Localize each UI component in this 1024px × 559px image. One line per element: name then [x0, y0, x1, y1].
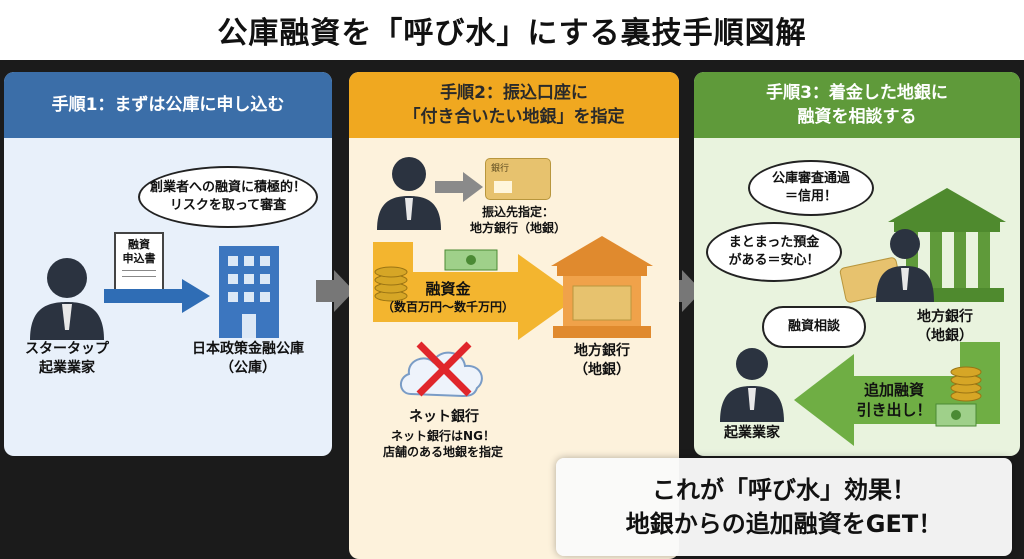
form-line1: 融資 — [128, 238, 150, 251]
person-icon — [876, 229, 934, 302]
step1-bubble-line1: 創業者への融資に積極的！ — [149, 180, 306, 195]
step1-bank-line2: （公庫） — [220, 360, 276, 376]
step3-bubble-consult: 融資相談 — [762, 306, 866, 348]
coins-icon — [374, 266, 408, 302]
step3-panel: 手順3：着金した地銀に 融資を相談する 公庫審査通過 ＝信用！ まとまった預金 … — [694, 72, 1020, 456]
bubble-trust-line1: 公庫審査通過 — [771, 171, 850, 186]
step1-person-label: スタータップ 起業業家 — [8, 340, 126, 378]
arrow-icon — [435, 172, 483, 202]
person-icon — [377, 157, 441, 230]
step3-bank-line1: 地方銀行 — [917, 309, 973, 325]
person-icon — [30, 258, 104, 340]
loan-line2: （数百万円〜数千万円） — [381, 300, 514, 314]
additional-loan-line2: 引き出し！ — [856, 401, 932, 419]
additional-loan-line1: 追加融資 — [863, 381, 924, 399]
transfer-label: 振込先指定： 地方銀行（地銀） — [453, 204, 583, 236]
bank-icon — [551, 236, 653, 338]
step1-person-line2: 起業業家 — [39, 360, 95, 376]
step2-bank-line1: 地方銀行 — [574, 343, 630, 359]
cash-icon — [444, 249, 498, 271]
step3-bank-line2: （地銀） — [917, 328, 973, 344]
step2-header-line1: 手順2：振込口座に — [440, 83, 588, 103]
callout-line2: 地銀からの追加融資をGET！ — [625, 510, 943, 538]
step1-bubble-line2: リスクを取って審査 — [169, 198, 287, 213]
step1-panel: 手順1：まずは公庫に申し込む 創業者への融資に積極的！ リスクを取って審査 融資… — [4, 72, 332, 456]
loan-label: 融資金 （数百万円〜数千万円） — [373, 280, 523, 315]
step3-bubble-deposit: まとまった預金 がある＝安心！ — [706, 222, 842, 282]
building-icon — [219, 246, 279, 338]
page-title: 公庫融資を「呼び水」にする裏技手順図解 — [217, 16, 807, 51]
net-bank-note-line2: 店舗のある地銀を指定 — [382, 445, 503, 459]
step2-bank-label: 地方銀行 （地銀） — [537, 342, 667, 380]
step1-header-text: 手順1：まずは公庫に申し込む — [51, 95, 285, 115]
transfer-line1: 振込先指定： — [481, 205, 554, 219]
card-icon: 銀行 — [485, 158, 551, 200]
bubble-deposit-line1: まとまった預金 — [728, 235, 820, 250]
step3-header-line1: 手順3：着金した地銀に — [766, 83, 948, 103]
form-line2: 申込書 — [122, 252, 156, 265]
step1-bubble: 創業者への融資に積極的！ リスクを取って審査 — [138, 166, 318, 228]
bubble-trust-line2: ＝信用！ — [784, 189, 837, 204]
step3-bubble-trust: 公庫審査通過 ＝信用！ — [748, 160, 874, 216]
cash-icon — [935, 403, 977, 427]
cross-icon — [416, 341, 472, 397]
step1-bank-label: 日本政策金融公庫 （公庫） — [164, 340, 332, 378]
step3-header-line2: 融資を相談する — [797, 107, 917, 127]
step1-header: 手順1：まずは公庫に申し込む — [4, 72, 332, 138]
net-bank-note-line1: ネット銀行はNG！ — [391, 429, 495, 443]
step1-bank-line1: 日本政策金融公庫 — [192, 341, 304, 357]
title-bar: 公庫融資を「呼び水」にする裏技手順図解 — [0, 0, 1024, 60]
step3-header: 手順3：着金した地銀に 融資を相談する — [694, 72, 1020, 138]
step1-person-line1: スタータップ — [25, 341, 109, 357]
bubble-consult-text: 融資相談 — [787, 319, 840, 334]
net-bank-note: ネット銀行はNG！ 店舗のある地銀を指定 — [353, 428, 533, 460]
transfer-line2: 地方銀行（地銀） — [469, 221, 566, 235]
step2-header: 手順2：振込口座に 「付き合いたい地銀」を指定 — [349, 72, 679, 138]
person-icon — [720, 348, 784, 422]
step3-bank-label: 地方銀行 （地銀） — [890, 308, 1000, 346]
card-label: 銀行 — [491, 164, 510, 174]
net-bank-label: ネット銀行 — [409, 409, 479, 425]
coins-icon — [950, 366, 982, 402]
bubble-deposit-line2: がある＝安心！ — [728, 253, 820, 268]
arrow-icon — [316, 270, 354, 312]
step2-header-line2: 「付き合いたい地銀」を指定 — [403, 107, 625, 127]
additional-loan-label: 追加融資 引き出し！ — [844, 380, 944, 420]
step3-person-label: 起業業家 — [724, 425, 780, 441]
step2-bank-line2: （地銀） — [574, 362, 630, 378]
arrow-icon — [104, 279, 210, 313]
form-icon: 融資 申込書 — [114, 232, 164, 296]
callout-line1: これが「呼び水」効果！ — [652, 476, 916, 504]
arrow-icon — [373, 242, 578, 340]
callout-box: これが「呼び水」効果！ 地銀からの追加融資をGET！ — [556, 458, 1012, 556]
loan-line1: 融資金 — [425, 280, 471, 298]
